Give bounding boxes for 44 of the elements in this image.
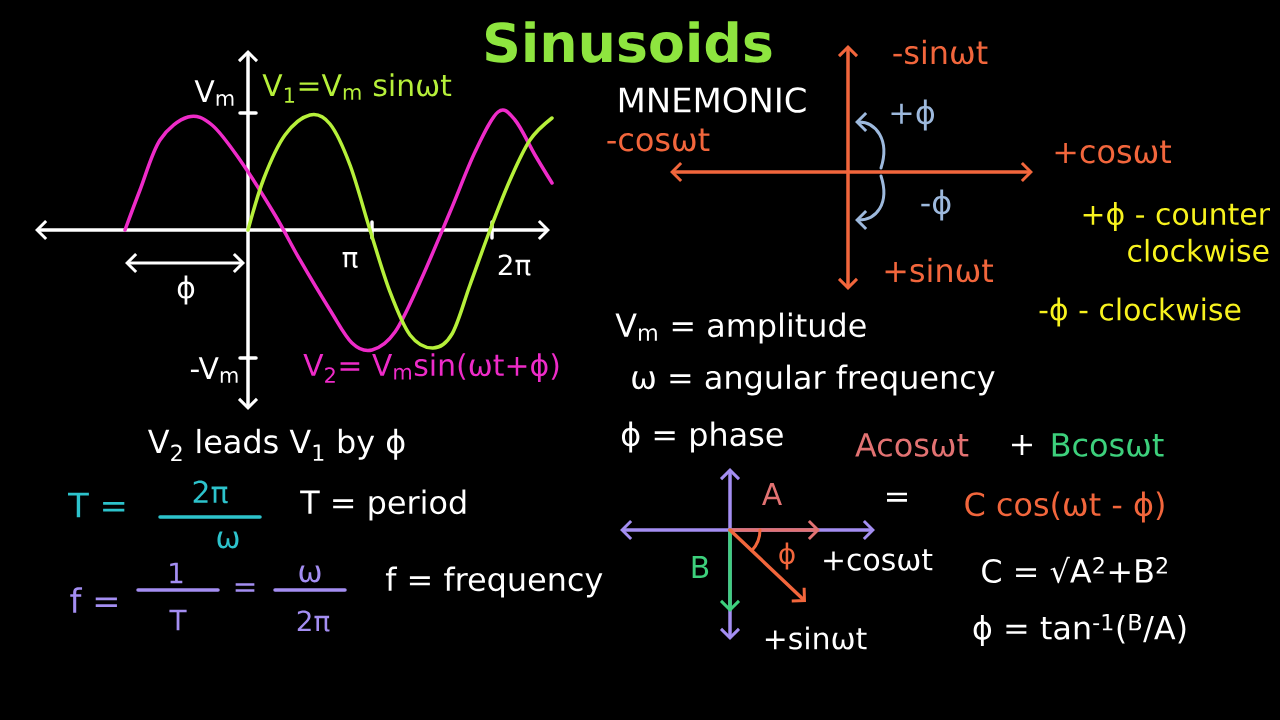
formula: T [169, 609, 187, 631]
axis-label: +cosωt [1055, 140, 1171, 164]
formula: ω [217, 531, 239, 549]
curve-label: V$_{2}$= V$_{m}$sin(ωt+ϕ) [303, 353, 559, 383]
tick-label: π [342, 252, 358, 268]
note: -ϕ - clockwise [1039, 297, 1241, 327]
definition: T = period [300, 489, 466, 521]
formula: C = √A$^{2}$+B$^{2}$ [982, 556, 1167, 584]
formula: 2π [193, 480, 228, 504]
angle-label: -ϕ [921, 189, 951, 221]
axis-label: +cosωt [824, 549, 933, 571]
axis-label: -cosωt [607, 128, 710, 152]
formula: Acosωt [855, 433, 969, 457]
formula: T = [68, 492, 125, 518]
note: +ϕ - counter clockwise [1083, 202, 1270, 262]
title: Sinusoids [486, 21, 772, 63]
formula: + [1012, 435, 1032, 455]
statement: V$_{2}$ leads V$_{1}$ by ϕ [148, 428, 405, 462]
axis-label: V$_{m}$ [194, 80, 234, 106]
axis-label: +sinωt [765, 626, 867, 650]
vector-label: B [692, 556, 709, 578]
formula: 1 [170, 562, 183, 584]
formula: C cos(ωt - ϕ) [965, 491, 1164, 523]
tick-label: 2π [498, 254, 531, 276]
curve-label: V$_{1}$=V$_{m}$ sinωt [262, 73, 452, 103]
angle-label: ϕ [779, 542, 795, 570]
formula: ϕ = tan$^{-1}$($^{B}$/A) [973, 614, 1186, 646]
formula: 2π [297, 610, 330, 632]
axis-label: -V$_{m}$ [190, 357, 238, 383]
angle-label: +ϕ [891, 99, 935, 131]
definition: ϕ = phase [621, 421, 783, 453]
formula: = [887, 492, 907, 502]
heading: MNEMONIC [619, 87, 806, 113]
dimension-label: ϕ [177, 275, 195, 305]
formula: ω [299, 565, 321, 583]
definition: V$_{m}$ = amplitude [615, 312, 866, 344]
formula: f = [70, 587, 117, 613]
definition: ω = angular frequency [632, 364, 995, 396]
definition: f = frequency [385, 566, 603, 598]
axis-label: +sinωt [885, 257, 994, 283]
vector-label: A [762, 483, 782, 505]
formula: Bcosωt [1052, 433, 1164, 457]
axis-label: -sinωt [893, 39, 988, 65]
formula: = [235, 583, 255, 592]
